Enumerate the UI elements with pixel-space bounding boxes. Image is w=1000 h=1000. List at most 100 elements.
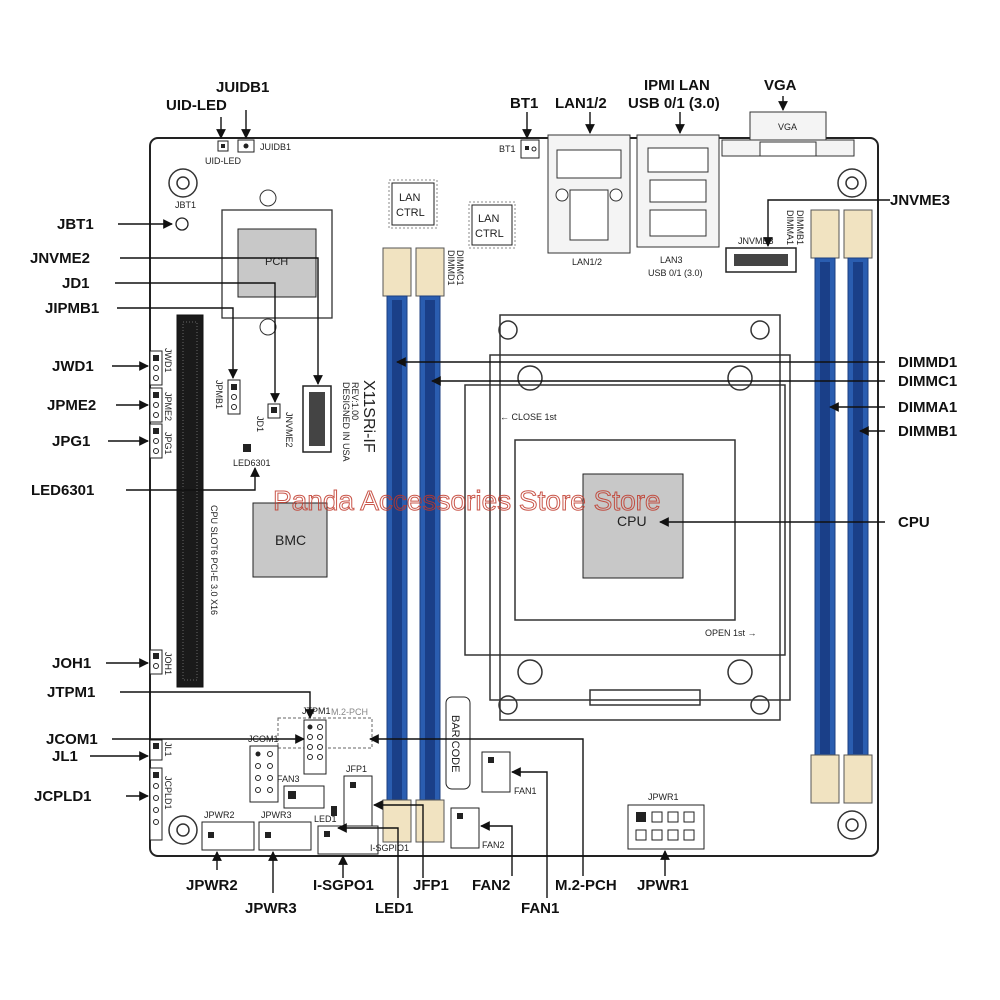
lan12-silk: LAN1/2 — [572, 257, 602, 267]
callout-jpg1: JPG1 — [52, 433, 90, 450]
dimmb1-silk: DIMMB1 — [795, 210, 805, 245]
isgpio1-header — [317, 825, 379, 855]
pch-heatsink-outline — [221, 209, 333, 319]
jl1-header — [149, 739, 163, 761]
lan3-usb-connector — [636, 134, 720, 248]
jpg1-header — [149, 423, 163, 459]
board-designed: DESIGNED IN USA — [341, 382, 351, 462]
jbt1-silk: JBT1 — [175, 200, 196, 210]
callout-jpwr1: JPWR1 — [637, 877, 689, 894]
jnvme3-silk: JNVME3 — [738, 236, 774, 246]
isgpio1-silk: I-SGPIO1 — [370, 843, 409, 853]
jcpld1-silk: JCPLD1 — [163, 776, 173, 810]
callout-jpme2: JPME2 — [47, 397, 96, 414]
cpu-label: CPU — [617, 513, 647, 529]
jd1-silk: JD1 — [255, 416, 265, 432]
juidb1-button — [237, 139, 255, 153]
led1 — [331, 806, 337, 816]
jpme2-silk: JPME2 — [163, 392, 173, 421]
jwd1-silk: JWD1 — [163, 348, 173, 373]
jd1-header — [267, 403, 281, 419]
fan3-header — [283, 785, 325, 809]
jpwr1-silk: JPWR1 — [648, 792, 679, 802]
callout-fan1: FAN1 — [521, 900, 559, 917]
dimm-slot-a1 — [810, 209, 840, 804]
open-silk: OPEN 1st → — [705, 628, 757, 638]
jnvme2-silk: JNVME2 — [284, 412, 294, 448]
dimm-slot-b1 — [843, 209, 873, 804]
jpwr3-silk: JPWR3 — [261, 810, 292, 820]
board-rev: REV:1.00 — [350, 382, 360, 420]
callout-jpwr2: JPWR2 — [186, 877, 238, 894]
cpu-socket — [464, 314, 791, 721]
led6301-silk: LED6301 — [233, 458, 271, 468]
callout-dimma1: DIMMA1 — [898, 399, 957, 416]
jpwr1-connector — [627, 804, 705, 850]
pch-hole-top — [259, 189, 277, 207]
fan2-silk: FAN2 — [482, 840, 505, 850]
fan2-header — [450, 807, 480, 849]
lan-controller-1: LAN CTRL — [388, 179, 438, 229]
callout-jcom1: JCOM1 — [46, 731, 98, 748]
jpwr2-header — [201, 821, 255, 851]
pcie-slot — [176, 314, 204, 688]
fan1-silk: FAN1 — [514, 786, 537, 796]
lan12-connector — [547, 134, 631, 254]
dimm-slot-d1 — [382, 247, 412, 843]
jpwr2-silk: JPWR2 — [204, 810, 235, 820]
callout-joh1: JOH1 — [52, 655, 91, 672]
led1-silk: LED1 — [314, 814, 337, 824]
barcode-label — [445, 696, 471, 790]
callout-vga: VGA — [764, 77, 797, 94]
mounting-holes — [168, 168, 867, 845]
bt1-silk: BT1 — [499, 144, 516, 154]
jpwr3-header — [258, 821, 312, 851]
fan1-header — [481, 751, 511, 793]
close-silk: ← CLOSE 1st — [500, 412, 557, 422]
pcie-slot-silk: CPU SLOT6 PCI-E 3.0 X16 — [209, 505, 219, 615]
juidb1-silk: JUIDB1 — [260, 142, 291, 152]
jwd1-header — [149, 350, 163, 386]
lan-controller-2: LAN CTRL — [468, 201, 516, 249]
jtpm1-silk: JTPM1 — [302, 706, 331, 716]
callout-led6301: LED6301 — [31, 482, 94, 499]
jpme2-header — [149, 387, 163, 423]
callout-jl1: JL1 — [52, 748, 78, 765]
callout-jnvme3: JNVME3 — [890, 192, 950, 209]
uid-led-silk: UID-LED — [205, 156, 242, 166]
jpg1-silk: JPG1 — [163, 432, 173, 455]
callout-led1: LED1 — [375, 900, 413, 917]
callout-jnvme2: JNVME2 — [30, 250, 90, 267]
dimm-slot-c1 — [415, 247, 445, 843]
pcie-slot-pins — [182, 321, 198, 681]
callout-jipmb1: JIPMB1 — [45, 300, 99, 317]
callout-leaders — [90, 96, 890, 898]
callout-lan12: LAN1/2 — [555, 95, 607, 112]
callout-jcpld1: JCPLD1 — [34, 788, 92, 805]
callout-jd1: JD1 — [62, 275, 90, 292]
jnvme3-pins — [734, 254, 788, 266]
callout-labels: JUIDB1 UID-LED BT1 LAN1/2 IPMI LAN USB 0… — [30, 77, 957, 917]
dimmd1-silk: DIMMD1 — [446, 250, 456, 286]
joh1-header — [149, 649, 163, 675]
jpmb1-header — [227, 379, 241, 415]
led6301 — [243, 444, 251, 452]
pch-chip — [237, 228, 317, 298]
callout-dimmb1: DIMMB1 — [898, 423, 957, 440]
callout-jtpm1: JTPM1 — [47, 684, 95, 701]
vga-silk: VGA — [778, 122, 797, 132]
dimma1-silk: DIMMA1 — [785, 210, 795, 245]
callout-usb01: USB 0/1 (3.0) — [628, 95, 720, 112]
jnvme2-connector — [302, 385, 332, 453]
callout-uid-led: UID-LED — [166, 97, 227, 114]
svg-text:CTRL: CTRL — [475, 228, 504, 240]
callout-dimmd1: DIMMD1 — [898, 354, 957, 371]
callout-jbt1: JBT1 — [57, 216, 94, 233]
callout-fan2: FAN2 — [472, 877, 510, 894]
lan3-silk: LAN3 — [660, 255, 683, 265]
jpmb1-silk: JPMB1 — [214, 380, 224, 409]
callout-isgpo1: I-SGPO1 — [313, 877, 374, 894]
joh1-silk: JOH1 — [163, 652, 173, 675]
pch-hole-bottom — [259, 318, 277, 336]
